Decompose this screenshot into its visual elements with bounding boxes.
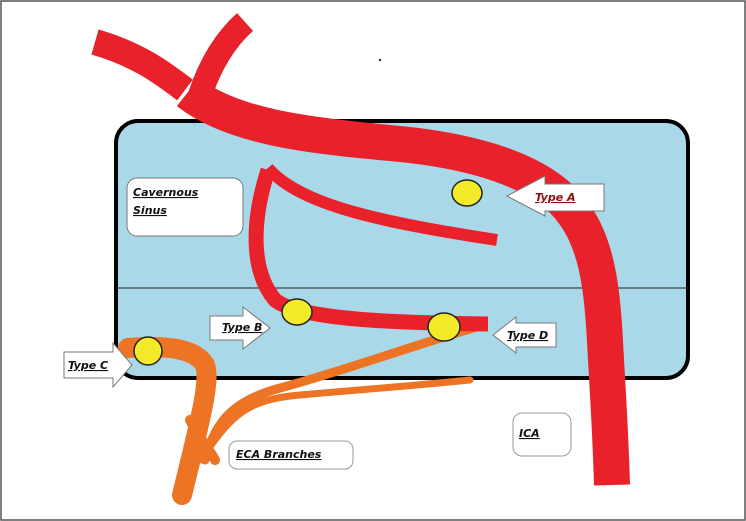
ica-lower-branch [248, 167, 489, 332]
eca-branches-label-box [228, 440, 354, 470]
label-type-d: Type D [507, 329, 548, 342]
ica-label-box [512, 412, 572, 457]
eca-upper-branch [200, 321, 485, 465]
label-ica: ICA [519, 427, 540, 440]
label-eca-branches: ECA Branches [236, 448, 322, 461]
label-type-c: Type C [68, 359, 108, 372]
label-type-a: Type A [535, 191, 576, 204]
arrow-type-d: Type D [492, 315, 557, 355]
ica-left-fork [91, 29, 193, 101]
fistula-points [133, 179, 483, 366]
arrow-type-b-shape [209, 305, 271, 351]
stray-dot [378, 58, 382, 62]
fistula-point-a [451, 179, 483, 207]
fistula-point-c [133, 336, 163, 366]
cavernous-sinus-label-box [126, 177, 244, 237]
ica-upper-branch [263, 163, 498, 246]
fistula-point-b [281, 298, 313, 326]
eca-root [185, 415, 220, 465]
cavernous-label-line2: Sinus [133, 204, 167, 217]
arrow-type-c: Type C [63, 341, 133, 389]
arrow-type-c-shape [63, 341, 133, 389]
arrow-type-b: Type B [209, 305, 271, 351]
fistula-point-d [427, 312, 461, 342]
arrow-type-a-shape [505, 175, 605, 217]
cavernous-label-line1: Cavernous [133, 186, 199, 199]
eca-lower-branch [196, 376, 474, 464]
arrow-type-a: Type A [505, 175, 605, 217]
arrow-type-d-shape [492, 315, 557, 355]
label-type-b: Type B [222, 321, 262, 334]
